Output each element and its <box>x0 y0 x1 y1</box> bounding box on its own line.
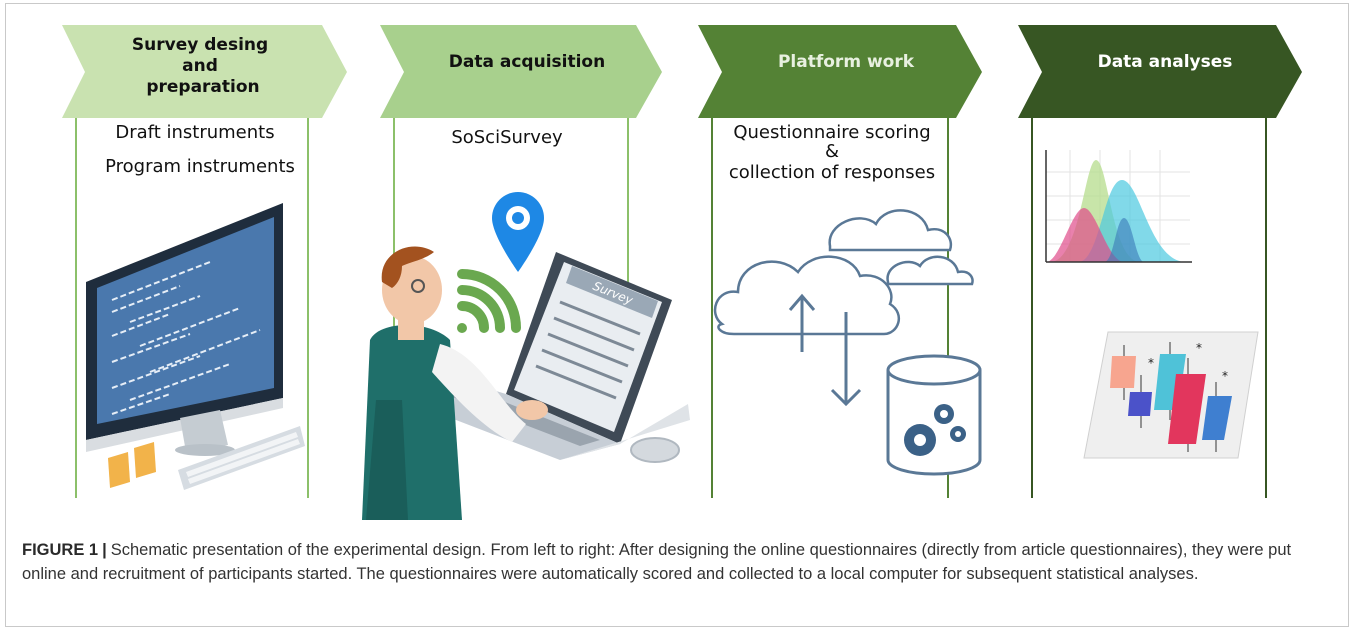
caption-text: Schematic presentation of the experiment… <box>22 541 1292 583</box>
stage-1-banner <box>62 25 347 118</box>
stage-4-banner <box>1018 25 1302 118</box>
stage-3-banner <box>698 25 982 118</box>
stage-3-line-2: & <box>825 141 839 162</box>
wifi-signal-icon <box>457 269 521 333</box>
stage-1-title-line-1: Survey desing <box>132 35 268 55</box>
svg-text:Survey desing and: Survey desing and preparation <box>132 35 274 97</box>
stage-1-line-2: Program instruments <box>105 156 295 177</box>
significance-marker-3: * <box>1222 369 1228 383</box>
stage-1-title-line-3: preparation <box>146 77 259 97</box>
cloud-icons <box>713 209 974 336</box>
person-illustration <box>362 246 548 520</box>
laptop-illustration: Survey <box>430 252 690 463</box>
caption-label: FIGURE 1 <box>22 541 99 559</box>
stage-1-line-1: Draft instruments <box>115 122 274 143</box>
stage-platform-work: Platform work Questionnaire scoring & co… <box>698 25 982 498</box>
stage-data-analyses: Data analyses <box>1018 25 1302 498</box>
stage-3-line-1: Questionnaire scoring <box>733 122 930 143</box>
stage-2-banner <box>380 25 662 118</box>
stage-3-line-3: collection of responses <box>729 162 935 183</box>
experimental-design-diagram: Survey desing and preparation Draft inst… <box>62 25 1302 520</box>
boxplot-illustration: * * * <box>1083 331 1259 459</box>
stage-data-acquisition: Data acquisition SoSciSurvey Survey <box>362 25 690 520</box>
database-gear-icon <box>886 354 982 476</box>
figure-frame <box>5 3 1349 627</box>
stage-4-title: Data analyses <box>1098 52 1233 72</box>
location-pin-icon <box>492 192 544 272</box>
density-plot-illustration <box>1045 150 1192 263</box>
stage-3-title: Platform work <box>778 52 915 72</box>
stage-survey-design: Survey desing and preparation Draft inst… <box>62 25 347 498</box>
significance-marker-2: * <box>1196 341 1202 355</box>
figure-caption: FIGURE 1|Schematic presentation of the e… <box>22 538 1332 586</box>
significance-marker-1: * <box>1148 356 1154 370</box>
upload-download-arrows <box>788 293 862 407</box>
caption-separator: | <box>102 541 107 559</box>
stage-2-title: Data acquisition <box>449 52 605 72</box>
stage-1-title-line-2: and <box>182 56 218 76</box>
computer-monitor-illustration <box>86 203 305 490</box>
stage-2-line-1: SoSciSurvey <box>451 127 563 148</box>
